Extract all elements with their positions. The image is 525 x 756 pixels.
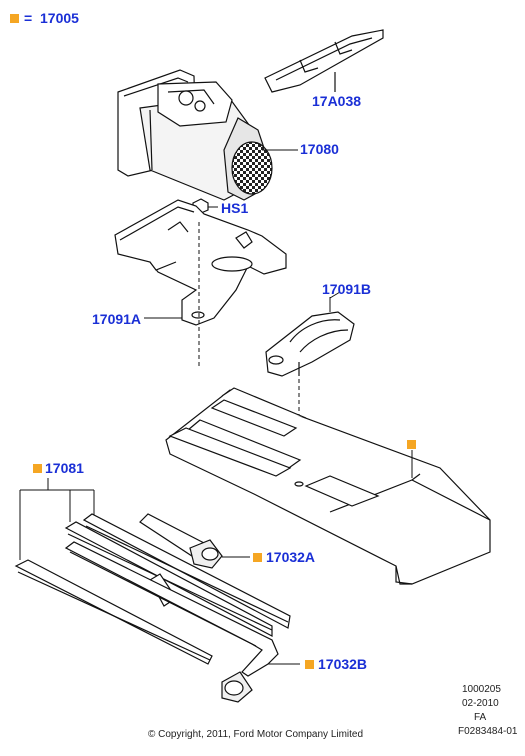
ref-code-fa: FA bbox=[474, 712, 487, 723]
legend-marker bbox=[10, 14, 19, 23]
ref-code-figure: F0283484-01 bbox=[458, 726, 518, 737]
callout-17005-marker bbox=[407, 440, 416, 449]
copyright-text: © Copyright, 2011, Ford Motor Company Li… bbox=[148, 729, 364, 740]
legend-equals: = bbox=[24, 10, 33, 26]
strap-17a038 bbox=[264, 29, 384, 93]
tray-17005 bbox=[165, 387, 491, 585]
extension-rods-17081 bbox=[14, 513, 291, 665]
callout-17081-marker bbox=[33, 464, 42, 473]
legend-part-number: 17005 bbox=[40, 10, 79, 26]
callout-leader-17081 bbox=[19, 478, 95, 560]
clip-17091b bbox=[265, 297, 355, 377]
callout-17080[interactable]: 17080 bbox=[300, 141, 339, 157]
callout-17091b[interactable]: 17091B bbox=[322, 281, 372, 297]
callout-hs1[interactable]: HS1 bbox=[221, 200, 249, 216]
callout-17032a[interactable]: 17032A bbox=[266, 549, 316, 565]
callout-17a038[interactable]: 17A038 bbox=[312, 93, 362, 109]
ref-code-date: 02-2010 bbox=[462, 698, 499, 709]
ref-code-1: 1000205 bbox=[462, 684, 501, 695]
callout-17091a[interactable]: 17091A bbox=[92, 311, 142, 327]
callout-17081[interactable]: 17081 bbox=[45, 460, 84, 476]
callout-17032b[interactable]: 17032B bbox=[318, 656, 368, 672]
socket-17032a bbox=[139, 513, 250, 569]
callout-17032b-marker bbox=[305, 660, 314, 669]
callout-17032a-marker bbox=[253, 553, 262, 562]
leader-lines bbox=[144, 206, 341, 319]
jack-17080 bbox=[117, 69, 298, 201]
bracket-17091a bbox=[114, 199, 287, 326]
lug-wrench-17032b bbox=[64, 541, 300, 703]
